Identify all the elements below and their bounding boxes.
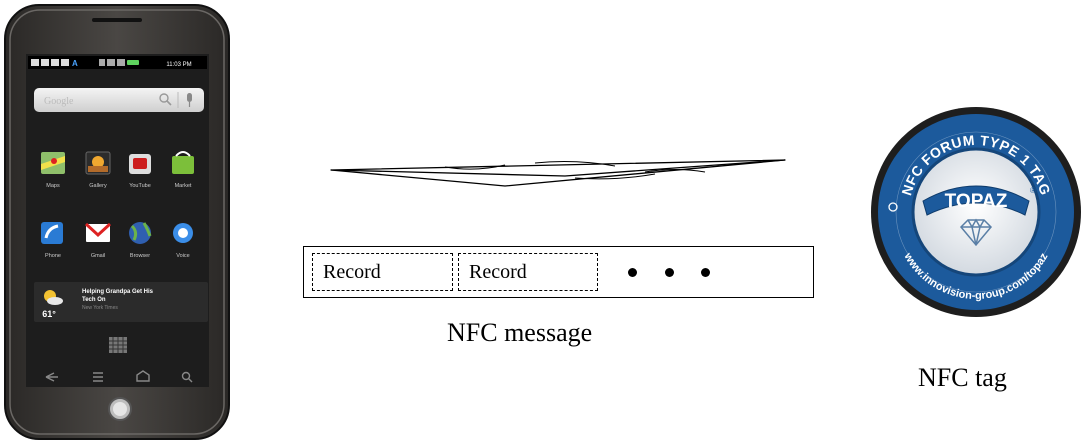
nfc-tag-caption: NFC tag [918, 363, 1007, 392]
nfc-tag-topaz: NFC FORUM TYPE 1 TAG www.innovision-grou… [871, 107, 1081, 317]
weather-temperature: 61° [42, 309, 56, 319]
news-source: New York Times [82, 305, 118, 311]
ellipsis-dot-3 [701, 268, 710, 277]
nfc-message-caption: NFC message [447, 318, 593, 347]
app-youtube[interactable] [129, 154, 151, 174]
home-icon[interactable] [136, 370, 150, 382]
app-browser[interactable] [129, 222, 152, 244]
search-bar[interactable] [34, 88, 204, 112]
tag-ring-dot-icon [888, 202, 898, 212]
app-label-maps: Maps [46, 183, 60, 189]
status-time: 11:03 PM [166, 62, 191, 68]
ellipsis-dot-2 [665, 268, 674, 277]
microphone-icon[interactable] [187, 93, 192, 107]
app-phone[interactable] [41, 222, 63, 244]
app-label-gmail: Gmail [91, 253, 105, 259]
menu-icon[interactable] [93, 372, 103, 382]
news-headline-line2: Tech On [82, 297, 106, 303]
ellipsis-dot-1 [628, 268, 637, 277]
transfer-arrow [330, 159, 786, 187]
app-label-browser: Browser [130, 253, 150, 259]
topaz-brand: TOPAZ [945, 191, 1008, 212]
app-market[interactable] [172, 151, 194, 174]
android-phone: A 11:03 PM Google Maps Gallery YouTube M… [4, 4, 230, 440]
topaz-banner [922, 185, 1030, 216]
back-icon[interactable] [45, 372, 58, 382]
app-label-voice: Voice [176, 253, 189, 259]
app-gallery[interactable] [85, 151, 111, 175]
app-drawer-icon[interactable] [109, 337, 127, 353]
news-headline-line1: Helping Grandpa Get His [82, 289, 154, 295]
record-1: Record [312, 253, 453, 291]
record-2: Record [458, 253, 598, 291]
search-key-icon[interactable] [181, 371, 193, 383]
app-label-youtube: YouTube [129, 183, 151, 189]
search-input[interactable]: Google [44, 96, 74, 107]
diamond-icon [959, 218, 993, 247]
nfc-message-box: Record Record [303, 246, 814, 298]
app-label-phone: Phone [45, 253, 61, 259]
registered-mark: ® [1030, 186, 1036, 195]
search-icon[interactable] [159, 93, 172, 106]
weather-icon [44, 290, 63, 305]
app-maps[interactable] [41, 152, 65, 174]
news-widget[interactable] [34, 282, 208, 322]
app-gmail[interactable] [84, 222, 112, 242]
app-label-market: Market [175, 183, 192, 189]
svg-text:A: A [72, 59, 78, 68]
app-label-gallery: Gallery [89, 183, 107, 189]
app-voice[interactable] [173, 223, 193, 243]
status-bar-icons: A [31, 59, 139, 68]
